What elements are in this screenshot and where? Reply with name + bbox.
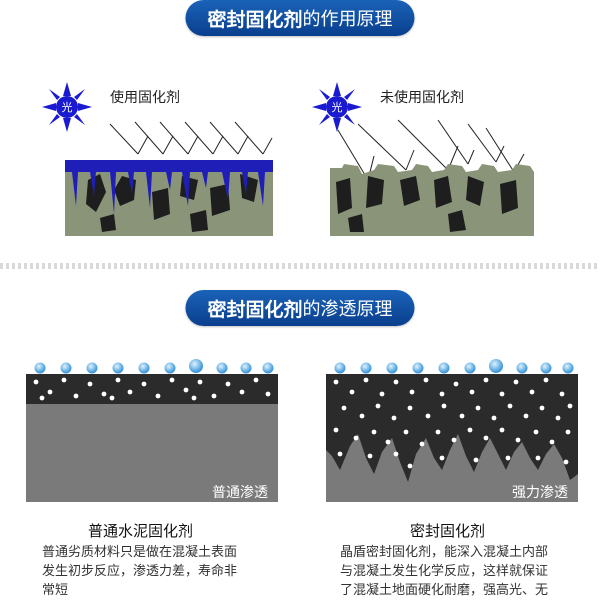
description-line: 晶盾密封固化剂，能深入混凝土内部 xyxy=(340,545,549,560)
label-without-sealer: 未使用固化剂 xyxy=(380,90,464,106)
diagram-without-sealer xyxy=(330,119,534,236)
section-title-penetration: 密封固化剂的渗透原理 xyxy=(185,290,415,326)
sun-label: 光 xyxy=(61,101,73,114)
sun-label: 光 xyxy=(331,101,343,114)
diagram-with-sealer xyxy=(65,121,273,236)
title-rest: 的作用原理 xyxy=(302,9,393,30)
sun-icon: 光 xyxy=(42,82,92,132)
title-rest: 的渗透原理 xyxy=(302,299,393,320)
description-line: 了混凝土地面硬化耐磨，强高光、无 xyxy=(340,583,549,598)
strong-penetration-diagram xyxy=(326,359,578,502)
description-line: 与混凝土发生化学反应，这样就保证 xyxy=(340,564,549,579)
section-title-function: 密封固化剂的作用原理 xyxy=(185,0,415,36)
section-divider xyxy=(0,263,600,269)
description-line: 常短 xyxy=(42,583,69,598)
title-bold: 密封固化剂 xyxy=(207,298,303,321)
description-ordinary: 普通劣质材料只是做在混凝土表面 发生初步反应，渗透力差，寿命非 常短 xyxy=(42,543,237,600)
sun-icon: 光 xyxy=(312,82,362,132)
tag-ordinary: 普通渗透 xyxy=(212,485,268,501)
caption-sealer: 密封固化剂 xyxy=(410,522,486,540)
description-sealer: 晶盾密封固化剂，能深入混凝土内部 与混凝土发生化学反应，这样就保证 了混凝土地面… xyxy=(340,543,548,600)
tag-strong: 强力渗透 xyxy=(512,485,568,501)
title-bold: 密封固化剂 xyxy=(207,8,303,31)
ordinary-penetration-diagram xyxy=(26,359,278,502)
description-line: 发生初步反应，渗透力差，寿命非 xyxy=(42,564,238,579)
label-with-sealer: 使用固化剂 xyxy=(110,90,180,106)
description-line: 普通劣质材料只是做在混凝土表面 xyxy=(42,545,238,560)
caption-ordinary: 普通水泥固化剂 xyxy=(88,522,194,540)
